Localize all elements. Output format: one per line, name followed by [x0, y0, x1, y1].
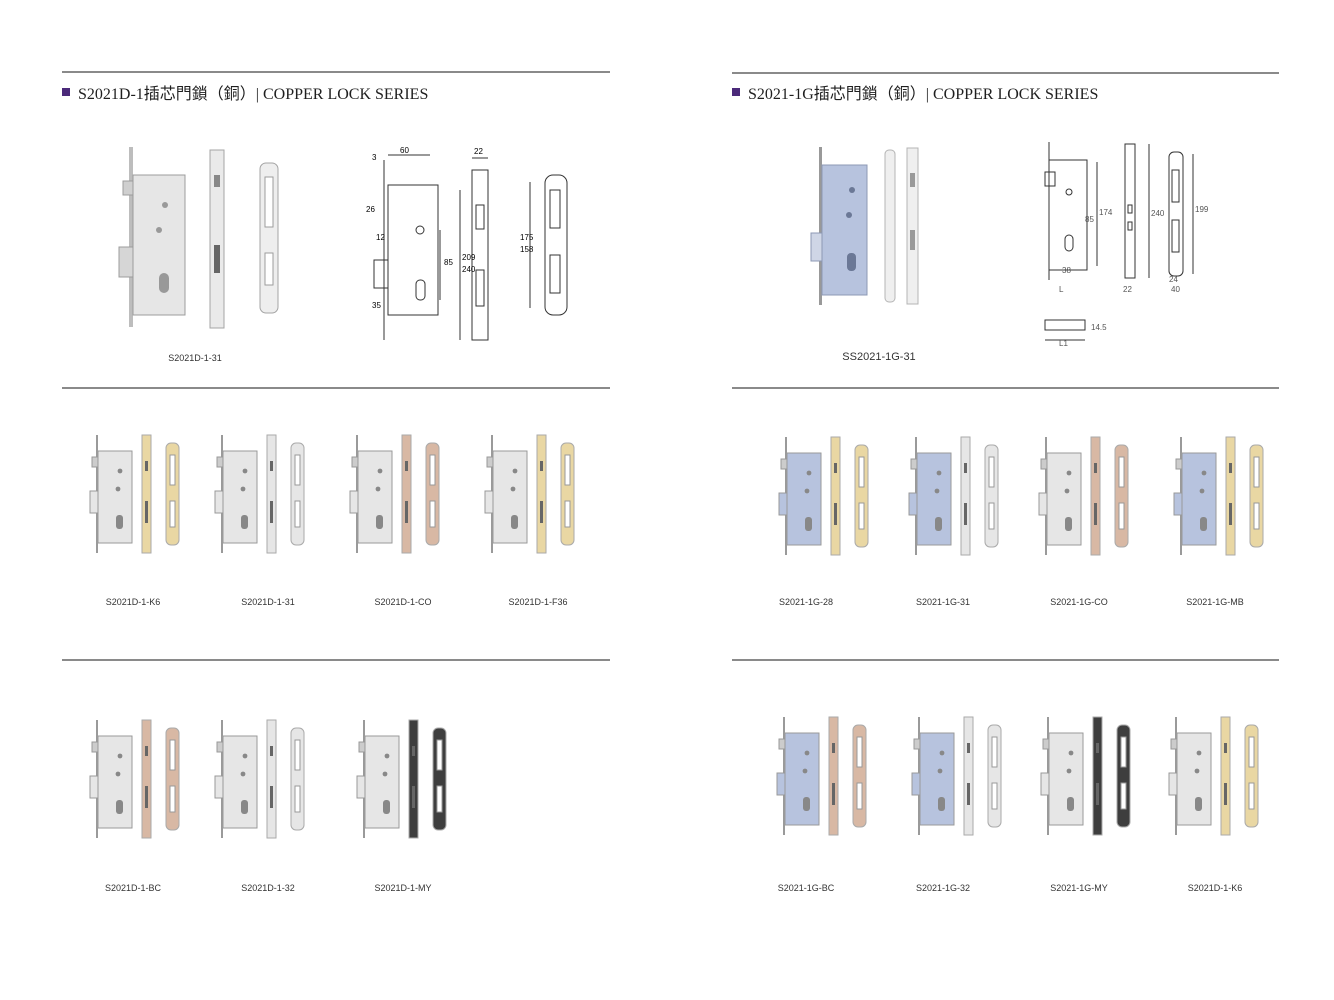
dimension-drawing: 60 3 22 26 12 35 85 209 240 175 158: [366, 146, 568, 341]
dim-label: 60: [400, 146, 409, 155]
lower-rule: [62, 659, 610, 661]
dim-label: 26: [366, 205, 375, 214]
feature-caption: SS2021-1G-31: [842, 351, 916, 363]
mid-rule: [732, 387, 1279, 389]
dim-label: 174: [1099, 208, 1113, 217]
feature-caption: S2021D-1-31: [168, 353, 222, 363]
product-caption: S2021-1G-CO: [1050, 597, 1108, 607]
lock-product-photo: [356, 719, 447, 839]
section-title-text: S2021D-1插芯門鎖（銅）| COPPER LOCK SERIES: [78, 86, 429, 103]
product-caption: S2021D-1-K6: [105, 597, 161, 607]
product-caption: S2021D-1-BC: [104, 883, 162, 893]
dim-label: 85: [444, 258, 453, 267]
lock-product-photo: [908, 436, 999, 556]
product-caption: S2021D-1-MY: [374, 883, 432, 893]
dim-label: 3: [372, 153, 377, 162]
left-page: S2021D-1插芯門鎖（銅）| COPPER LOCK SERIES S202…: [62, 71, 610, 893]
dim-label: 175: [520, 233, 534, 242]
dim-label: 24: [1169, 275, 1178, 284]
feature-lock-photo: [118, 147, 279, 329]
lock-product-photo: [89, 434, 180, 554]
dim-label: 12: [376, 233, 385, 242]
lock-product-photo: [776, 716, 867, 836]
product-caption: S2021-1G-31: [915, 597, 971, 607]
right-page: S2021-1G插芯門鎖（銅）| COPPER LOCK SERIES SS20…: [667, 0, 1334, 1000]
bullet-icon: [732, 88, 740, 96]
dim-label: L1: [1059, 339, 1068, 348]
dim-label: 40: [1171, 285, 1180, 294]
product-caption: S2021D-1-31: [241, 597, 295, 607]
dim-label: L: [1059, 285, 1064, 294]
dim-label: 22: [1123, 285, 1132, 294]
section-title-text: S2021-1G插芯門鎖（銅）| COPPER LOCK SERIES: [748, 86, 1099, 103]
feature-lock-photo: [810, 147, 919, 305]
dim-label: 22: [474, 147, 483, 156]
lock-product-photo: [484, 434, 575, 554]
product-caption: S2021-1G-32: [915, 883, 971, 893]
product-caption: S2021D-1-32: [241, 883, 295, 893]
section-title: S2021D-1插芯門鎖（銅）| COPPER LOCK SERIES: [62, 80, 428, 104]
lock-product-photo: [1173, 436, 1264, 556]
product-caption: S2021-1G-MB: [1186, 597, 1244, 607]
bullet-icon: [62, 88, 70, 96]
top-rule: [62, 71, 610, 73]
dim-label: 240: [1151, 209, 1165, 218]
product-caption: S2021D-1-CO: [374, 597, 432, 607]
lock-product-photo: [214, 434, 305, 554]
section-title: S2021-1G插芯門鎖（銅）| COPPER LOCK SERIES: [732, 80, 1098, 104]
product-caption: S2021D-1-K6: [1187, 883, 1243, 893]
lock-product-photo: [1038, 436, 1129, 556]
lock-product-photo: [349, 434, 440, 554]
dim-label: 85: [1085, 215, 1094, 224]
product-caption: S2021-1G-28: [778, 597, 834, 607]
lock-product-photo: [1168, 716, 1259, 836]
dim-label: 240: [462, 265, 476, 274]
dim-label: 158: [520, 245, 534, 254]
top-rule: [732, 72, 1279, 74]
dim-label: 38: [1062, 266, 1071, 275]
dim-label: 14.5: [1091, 323, 1107, 332]
product-caption: S2021D-1-F36: [508, 597, 568, 607]
dimension-drawing: 174 85 240 199 38 L 22 24 40 14.5 L1: [1044, 142, 1209, 348]
product-caption: S2021-1G-BC: [777, 883, 835, 893]
dim-label: 35: [372, 301, 381, 310]
mid-rule: [62, 387, 610, 389]
dim-label: 199: [1195, 205, 1209, 214]
dim-label: 209: [462, 253, 476, 262]
lock-product-photo: [1040, 716, 1131, 836]
lock-product-photo: [778, 436, 869, 556]
lock-product-photo: [89, 719, 180, 839]
lock-product-photo: [214, 719, 305, 839]
lock-product-photo: [911, 716, 1002, 836]
lower-rule: [732, 659, 1279, 661]
product-caption: S2021-1G-MY: [1050, 883, 1108, 893]
